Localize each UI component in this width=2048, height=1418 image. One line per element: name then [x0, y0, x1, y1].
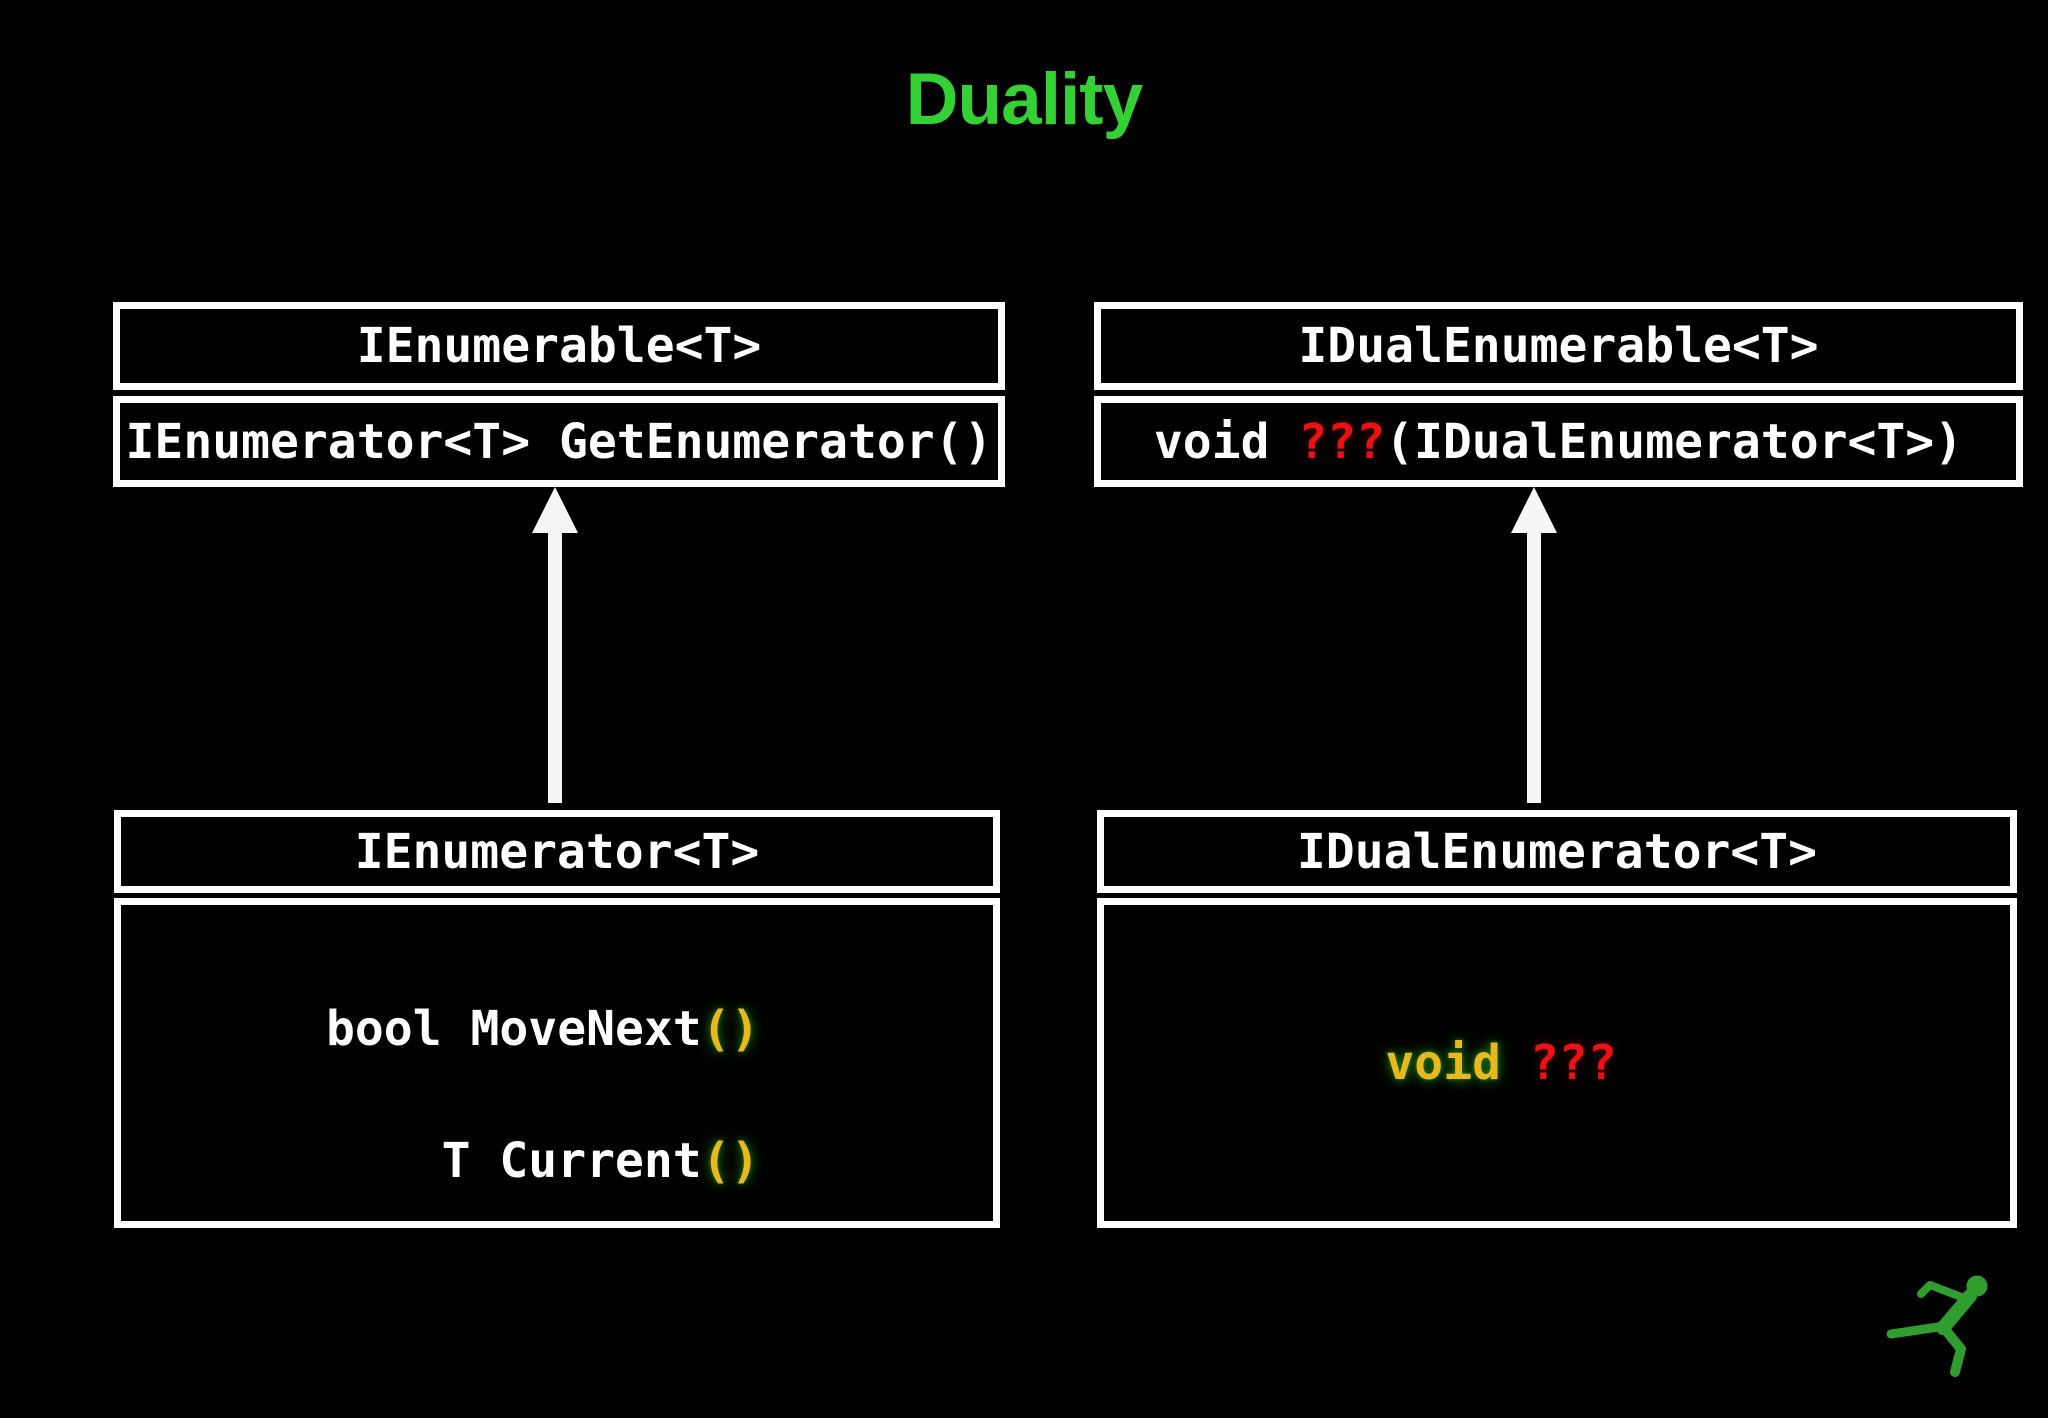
member-void-unknown: void ??? — [1385, 1035, 1616, 1091]
class-box-ienumerator-body: bool MoveNext() T Current() — [114, 898, 1000, 1228]
inheritance-arrow-left-icon — [532, 487, 578, 803]
method-parameters: (IDualEnumerator<T>) — [1385, 413, 1964, 470]
class-name-ienumerator: IEnumerator<T> — [354, 823, 760, 880]
method-getenumerator: IEnumerator<T> GetEnumerator() — [125, 413, 993, 470]
slide-title: Duality — [905, 59, 1143, 140]
member-unknown: ??? — [1529, 1035, 1617, 1091]
class-box-idualenumerable-header: IDualEnumerable<T> — [1094, 302, 2023, 390]
method-return-type: void — [1153, 413, 1299, 470]
class-box-ienumerable-header: IEnumerable<T> — [113, 302, 1005, 390]
member-list: bool MoveNext() T Current() — [326, 997, 759, 1194]
class-name-idualenumerator: IDualEnumerator<T> — [1296, 823, 1818, 880]
class-box-idualenumerator-body: void ??? — [1097, 898, 2017, 1228]
member-void-keyword: void — [1385, 1035, 1530, 1091]
member-current-parens: () — [701, 1132, 760, 1189]
inheritance-arrow-right-icon — [1511, 487, 1557, 803]
method-unknown-name: ??? — [1298, 413, 1386, 470]
running-man-logo-icon — [1886, 1275, 1988, 1377]
class-name-idualenumerable: IDualEnumerable<T> — [1298, 318, 1819, 374]
member-movenext: bool MoveNext — [326, 1001, 702, 1057]
member-current: T Current — [441, 1132, 702, 1189]
class-box-idualenumerable-method: void ???(IDualEnumerator<T>) — [1094, 396, 2023, 487]
class-box-idualenumerator-header: IDualEnumerator<T> — [1097, 810, 2017, 893]
class-box-ienumerator-header: IEnumerator<T> — [114, 810, 1000, 893]
class-name-ienumerable: IEnumerable<T> — [356, 318, 762, 374]
member-movenext-parens: () — [701, 1001, 760, 1057]
class-box-ienumerable-method: IEnumerator<T> GetEnumerator() — [113, 396, 1005, 487]
